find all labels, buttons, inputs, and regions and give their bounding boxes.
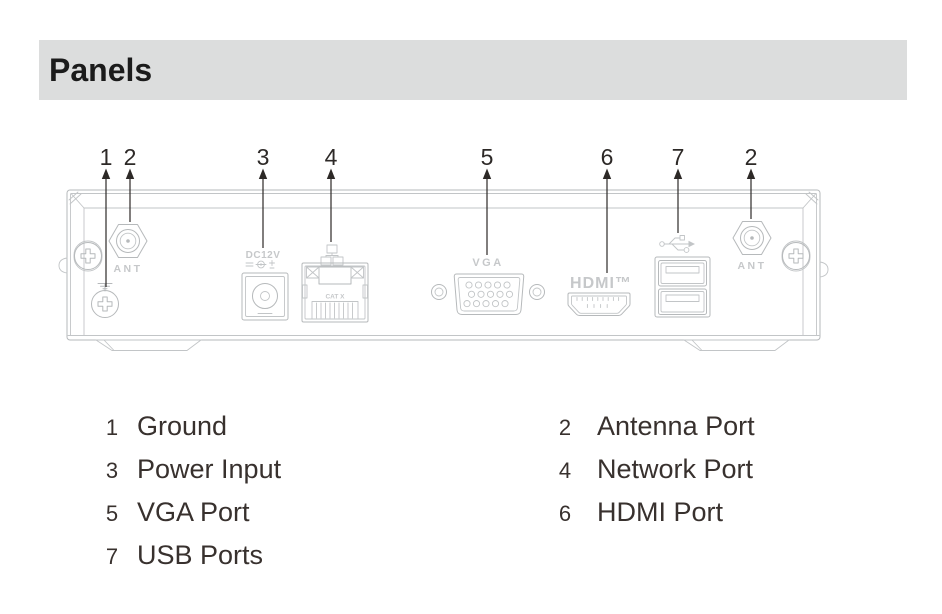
legend-item-label: USB Ports [137, 540, 264, 570]
callout-3-power: 3 [257, 144, 270, 248]
vga-port-graphic: VGA [431, 257, 545, 315]
legend-item-number: 4 [558, 458, 572, 483]
rear-panel-diagram: ANT DC12V [58, 144, 829, 351]
callout-2-antenna-left: 2 [124, 144, 137, 222]
legend-item-number: 7 [105, 544, 119, 569]
antenna-right-label: ANT [737, 260, 766, 272]
antenna-port-left-graphic: ANT [108, 224, 148, 275]
legend-item-number: 1 [105, 415, 119, 440]
usb-receptacle-top [658, 260, 707, 287]
callout-number: 3 [257, 144, 270, 170]
legend-right-column: 2 Antenna Port 4 Network Port 6 HDMI Por… [552, 411, 755, 540]
section-header: Panels [39, 40, 907, 100]
legend-item: 6 HDMI Port [552, 497, 755, 540]
legend-item: 2 Antenna Port [552, 411, 755, 454]
legend-item-number: 5 [105, 501, 119, 526]
callout-2-antenna-right: 2 [745, 144, 758, 219]
callout-number: 7 [672, 144, 685, 170]
ground-screw-graphic [91, 290, 119, 318]
callout-1-ground: 1 [100, 144, 113, 287]
legend-item-number: 3 [105, 458, 119, 483]
power-input-graphic: DC12V [241, 250, 289, 321]
section-title: Panels [49, 51, 153, 88]
callout-6-hdmi: 6 [601, 144, 614, 273]
chassis-screw-left [73, 240, 103, 272]
network-port-graphic: CAT X [301, 244, 369, 323]
antenna-left-label: ANT [113, 263, 142, 275]
callout-4-network: 4 [325, 144, 338, 242]
callout-number: 1 [100, 144, 113, 170]
usb-ports-graphic [654, 235, 711, 318]
chassis-screw-right [781, 240, 811, 272]
antenna-port-right-graphic: ANT [732, 221, 772, 272]
legend-item: 4 Network Port [552, 454, 755, 497]
ground-icon [97, 283, 113, 292]
usb-receptacle-bottom [658, 288, 707, 315]
power-polarity-icon [245, 260, 275, 269]
hdmi-label: HDMI™ [570, 275, 632, 292]
legend-item-label: VGA Port [137, 497, 250, 527]
legend-item-label: HDMI Port [597, 497, 724, 527]
legend-item: 5 VGA Port [100, 497, 281, 540]
callout-number: 4 [325, 144, 338, 170]
power-label: DC12V [246, 250, 281, 261]
network-icon [320, 244, 344, 266]
legend-item-label: Network Port [597, 454, 754, 484]
legend-item: 1 Ground [100, 411, 281, 454]
usb-icon [659, 235, 695, 253]
callout-number: 2 [124, 144, 137, 170]
ethernet-tiny-label: CAT X [325, 294, 345, 301]
legend-item-number: 6 [558, 501, 572, 526]
vga-pin-holes [463, 281, 514, 308]
legend-item: 7 USB Ports [100, 540, 281, 583]
legend-item-label: Power Input [137, 454, 282, 484]
legend-item-label: Ground [137, 411, 228, 441]
legend-item: 3 Power Input [100, 454, 281, 497]
legend-item-number: 2 [558, 415, 572, 440]
chassis-outline [58, 189, 829, 351]
callout-number: 6 [601, 144, 614, 170]
legend-left-column: 1 Ground 3 Power Input 5 VGA Port 7 USB … [100, 411, 281, 583]
legend-item-label: Antenna Port [597, 411, 755, 441]
callout-number: 5 [481, 144, 494, 170]
callout-5-vga: 5 [481, 144, 494, 255]
ethernet-pins [316, 302, 353, 319]
vga-label: VGA [472, 257, 503, 269]
hdmi-port-graphic: HDMI™ [567, 275, 632, 316]
callout-7-usb: 7 [672, 144, 685, 233]
callout-number: 2 [745, 144, 758, 170]
hdmi-pins [576, 297, 620, 308]
